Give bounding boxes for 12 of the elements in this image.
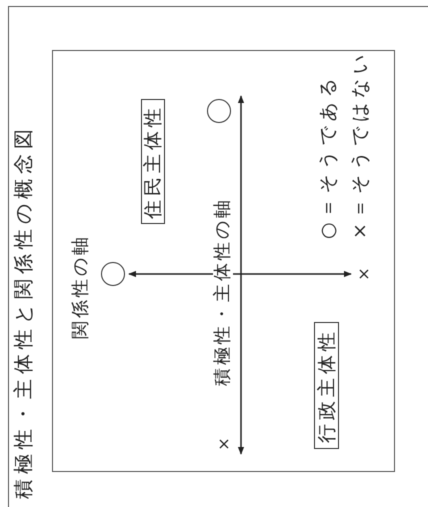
axis-arrow: [128, 270, 352, 278]
legend-item: ○＝そうである: [318, 73, 339, 239]
cross-marker: ×: [355, 267, 373, 281]
label-box: 行政主体性: [314, 322, 339, 449]
label-box: 住民主体性: [141, 99, 165, 224]
circle-marker: [101, 262, 125, 286]
legend-item: ×＝そうではない: [350, 50, 371, 239]
frame-box: [52, 50, 395, 472]
axis-arrow: [238, 95, 244, 455]
diagram-title: 積極性・主体性と関係性の概念図: [12, 124, 34, 499]
circle-marker: [207, 99, 231, 123]
cross-marker: ×: [215, 437, 233, 451]
